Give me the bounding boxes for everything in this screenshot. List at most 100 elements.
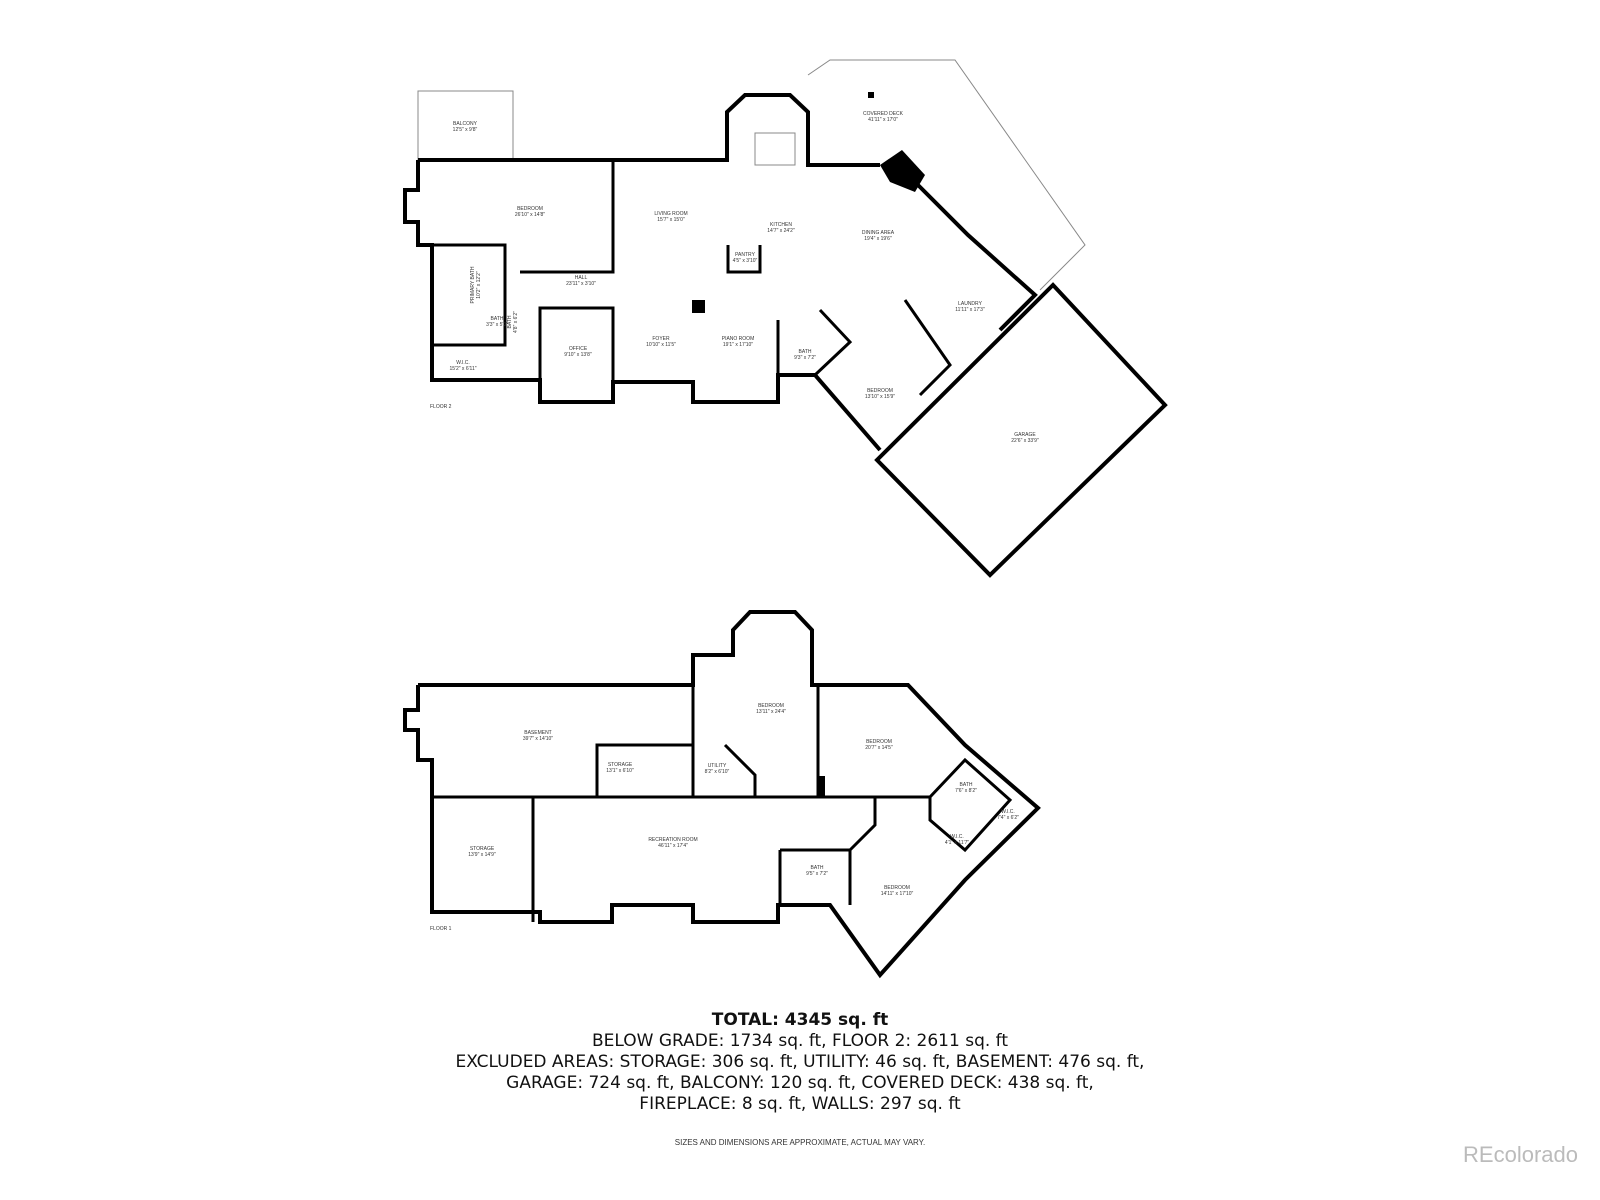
- pantry-wall: [726, 245, 762, 274]
- room-name: STORAGE: [470, 846, 495, 852]
- floor2-north-wall: [418, 93, 880, 167]
- room-dimensions: 4'8" x 6'2": [513, 311, 519, 333]
- room-label: W.I.C.4'1" x 11'7": [945, 834, 969, 846]
- room-dimensions: 26'10" x 14'8": [515, 212, 545, 218]
- room-dimensions: 19'1" x 17'10": [723, 342, 753, 348]
- deck-post: [868, 92, 874, 98]
- room-dimensions: 3'3" x 5'0": [486, 322, 508, 328]
- room-name: BALCONY: [453, 121, 478, 127]
- bath-wic-walls: [928, 757, 1013, 853]
- room-name: GARAGE: [1014, 432, 1036, 438]
- room-name: PIANO ROOM: [722, 336, 755, 342]
- room-dimensions: 4'5" x 3'10": [733, 258, 758, 264]
- excluded-areas-1: EXCLUDED AREAS: STORAGE: 306 sq. ft, UTI…: [455, 1052, 1145, 1072]
- room-name: BATH: [799, 349, 812, 355]
- laundry-north-wall: [916, 183, 1038, 332]
- room-dimensions: 10'10" x 11'5": [646, 342, 676, 348]
- column: [692, 300, 705, 313]
- room-dimensions: 13'1" x 6'10": [606, 768, 634, 774]
- laundry-bedroom-wall: [903, 299, 952, 397]
- room-name: BEDROOM: [867, 388, 893, 394]
- room-dimensions: 13'9" x 14'9": [468, 852, 496, 858]
- room-name: BATH: [491, 316, 504, 322]
- room-dimensions: 9'5" x 7'2": [806, 871, 828, 877]
- floor2-outer-wall: [403, 160, 882, 452]
- room-dimensions: 15'7" x 15'0": [657, 217, 685, 223]
- fireplace: [880, 150, 925, 192]
- room-dimensions: 13'10" x 15'9": [865, 394, 895, 400]
- room-name: BEDROOM: [517, 206, 543, 212]
- office-wall: [538, 306, 615, 382]
- room-dimensions: 46'11" x 17'4": [658, 843, 688, 849]
- room-dimensions: 9'3" x 7'2": [794, 355, 816, 361]
- room-dimensions: 9'10" x 13'8": [564, 352, 592, 358]
- room-dimensions: 39'7" x 14'10": [523, 736, 553, 742]
- room-dimensions: 10'2" x 12'2": [476, 271, 482, 299]
- column: [817, 776, 825, 796]
- room-name: RECREATION ROOM: [648, 837, 697, 843]
- room-name: KITCHEN: [770, 222, 792, 228]
- room-label: W.I.C.15'2" x 6'11": [449, 360, 476, 372]
- room-name: PRIMARY BATH: [470, 266, 476, 303]
- room-name: PANTRY: [735, 252, 755, 258]
- room-dimensions: 22'6" x 33'9": [1011, 438, 1039, 444]
- room-name: BATH: [811, 865, 824, 871]
- room-dimensions: 12'5" x 9'8": [453, 127, 478, 133]
- total-area: TOTAL: 4345 sq. ft: [711, 1010, 889, 1030]
- room-name: COVERED DECK: [863, 111, 904, 117]
- room-name: BATH: [507, 315, 513, 328]
- room-name: BATH: [960, 782, 973, 788]
- stair-wall: [848, 797, 877, 852]
- room-name: W.I.C.: [1001, 809, 1015, 815]
- room-dimensions: 8'2" x 6'10": [705, 769, 730, 775]
- room-dimensions: 14'7" x 24'2": [767, 228, 795, 234]
- grade-areas: BELOW GRADE: 1734 sq. ft, FLOOR 2: 2611 …: [591, 1031, 1009, 1051]
- room-name: W.I.C.: [950, 834, 964, 840]
- room-dimensions: 14'11" x 17'10": [881, 891, 914, 897]
- room-dimensions: 7'6" x 8'2": [955, 788, 977, 794]
- room-label: W.I.C.7'4" x 6'2": [997, 809, 1019, 821]
- room-name: BEDROOM: [884, 885, 910, 891]
- bedroom-wall: [520, 160, 615, 274]
- room-name: W.I.C.: [456, 360, 470, 366]
- area-summary: TOTAL: 4345 sq. ft BELOW GRADE: 1734 sq.…: [0, 1010, 1600, 1115]
- room-name: BASEMENT: [524, 730, 552, 736]
- room-name: FOYER: [652, 336, 670, 342]
- room-dimensions: 19'4" x 19'6": [864, 236, 892, 242]
- room-dimensions: 4'1" x 11'7": [945, 840, 969, 846]
- room-dimensions: 11'11" x 17'3": [955, 307, 985, 313]
- garage-walls: [874, 282, 1168, 578]
- floor1-outer-wall: [403, 610, 1041, 979]
- room-name: BEDROOM: [758, 703, 784, 709]
- room-dimensions: 15'2" x 6'11": [449, 366, 476, 372]
- primary-bath-wall: [432, 243, 507, 347]
- room-dimensions: 20'7" x 14'5": [865, 745, 893, 751]
- room-label: PRIMARY BATH10'2" x 12'2": [470, 266, 482, 303]
- room-name: LAUNDRY: [958, 301, 982, 307]
